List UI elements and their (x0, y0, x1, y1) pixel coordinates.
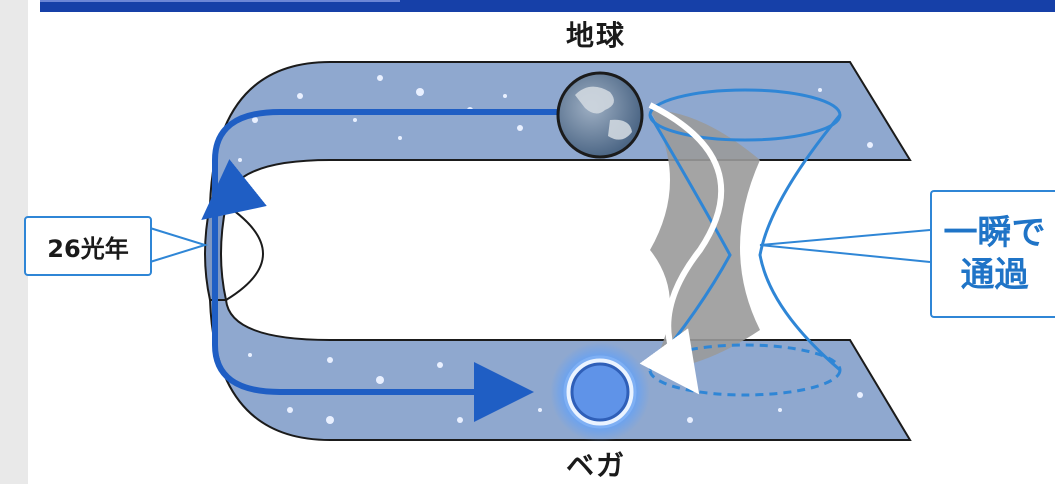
wormhole-callout: 一瞬で 通過 (930, 190, 1055, 318)
long-route-arrow (212, 109, 560, 422)
page-edge (0, 0, 28, 484)
wormhole-callout-line1: 一瞬で (943, 212, 1046, 253)
wormhole-callout-line2: 通過 (960, 255, 1029, 295)
long-route-arrow-tip (201, 159, 267, 220)
distance-callout: 26光年 (24, 216, 152, 276)
wormhole (639, 88, 842, 397)
distance-callout-pointer (149, 227, 209, 263)
earth-label: 地球 (566, 19, 627, 52)
vega-star-icon (550, 342, 650, 442)
header-bar-highlight (40, 0, 400, 2)
earth-globe-icon (556, 71, 644, 159)
distance-callout-text: 26光年 (47, 234, 129, 263)
stars (238, 75, 873, 424)
header-bar (40, 0, 1055, 12)
vega-label: ベガ (566, 449, 627, 482)
wormhole-callout-pointer (759, 229, 931, 263)
